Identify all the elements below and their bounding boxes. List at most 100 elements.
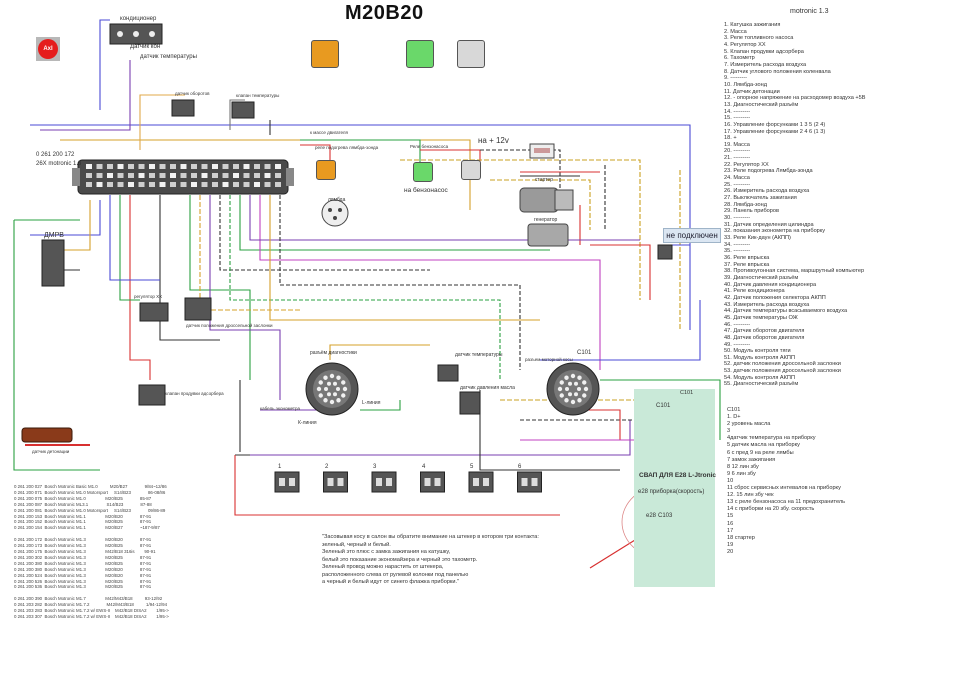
connector-pin: [336, 375, 341, 380]
connector-pin: [336, 387, 340, 391]
dmrv-connector: [41, 239, 65, 287]
pin-list-item: 31. Датчик определения цилиндра: [724, 221, 814, 228]
pin-list-item: 34. ---------: [724, 241, 751, 248]
injector-number: 2: [325, 464, 329, 470]
throttle-label: датчик положения дроссельной заслонки: [186, 323, 273, 328]
wire: [139, 94, 185, 150]
connector-pin: [327, 392, 331, 397]
wire: [590, 244, 651, 300]
connector-pin: [568, 381, 572, 386]
ecu-pin: [107, 164, 113, 169]
dme-table-row: 0 261 200 075 Bosch Motronic M1.0 M20/B2…: [14, 495, 152, 501]
conditioner-relay-label: Датчик кон: [130, 44, 161, 50]
ecu-pin: [243, 182, 250, 187]
connector-pin: [342, 386, 348, 392]
ecu-latch: [72, 168, 80, 186]
starter-solenoid: [554, 189, 574, 211]
pin-list-item: 24. Масса: [724, 175, 750, 182]
c103-label: C103: [658, 513, 673, 519]
c101-list-item: C101: [727, 407, 741, 413]
ecu-pin: [233, 173, 239, 178]
not-connected-label: не подключен: [663, 228, 721, 243]
ecu-pin: [275, 182, 281, 187]
connector-pin: [583, 386, 589, 392]
ecu-pin: [170, 173, 176, 178]
ecu-pin: [107, 173, 113, 178]
lambda-label: лямбда: [328, 197, 346, 203]
c101-list-item: 20: [727, 548, 734, 555]
dme-table-row: 0 261 200 380 Bosch Motronic M1.3 M20/B2…: [14, 566, 152, 572]
pin-list-item: 30. ---------: [724, 215, 751, 222]
engine-conn-label: разъем моторной косы: [525, 357, 573, 362]
wire: [249, 195, 640, 241]
wire: [600, 379, 721, 440]
pin-list-item: 10. Лямбда-зонд: [724, 81, 767, 88]
ecu-pin: [233, 182, 239, 187]
pin-list-item: 54. Модуль контроля АКПП: [724, 374, 795, 381]
pin-list-item: 33. Реле Кик-даун (АКПП): [724, 235, 791, 241]
ecu-latch: [286, 168, 294, 186]
wire: [400, 159, 641, 300]
pin-list-item: 28. Лямбда-зонд: [724, 201, 767, 208]
pin-list-item: 36. Реле впрыска: [724, 254, 770, 261]
ecu-pin: [149, 164, 155, 169]
pin-list-item: 43. Измеритель расхода воздуха: [724, 301, 810, 308]
ecu-connector: [72, 159, 294, 195]
ecu-pin: [212, 173, 218, 178]
pin-list-item: 8. Датчик углового положения коленвала: [724, 68, 831, 75]
connector-pin: [316, 386, 322, 392]
wire: [589, 539, 636, 569]
wire: [300, 144, 331, 165]
c101-b-label: C101: [680, 390, 694, 396]
relay-grey: [457, 40, 485, 68]
c101-list-item: 7 замок зажигания: [727, 456, 776, 463]
connector-pin: [564, 375, 569, 380]
wire: [259, 195, 601, 370]
connector-pin: [327, 381, 331, 386]
ecu-pin: [212, 182, 218, 187]
pin-list-item: 7. Измеритель расхода воздуха: [724, 61, 807, 68]
connector-pin: [570, 373, 576, 379]
injector-pin: [289, 478, 295, 486]
dme-table-row: 0 261 200 154 Bosch Motronic M1.1 M20/B2…: [14, 525, 160, 531]
c101-pins: [557, 373, 589, 405]
dme-table-row: 0 261 200 173 Bosch Motronic M1.3 M20/B2…: [14, 543, 152, 549]
c101-list-item: 11 сброс сервисных интевалов на приборку: [727, 485, 841, 492]
cable-label: кабель эконометра: [260, 406, 300, 411]
connector-pin: [338, 208, 342, 212]
pin-list-item: 22. Регулятор ХХ: [724, 161, 769, 168]
swap-title: СВАП ДЛЯ E28 L-Jtronic: [639, 472, 716, 479]
wire: [269, 195, 540, 321]
pin-list-item: 9. ---------: [724, 75, 747, 82]
c101-list-item: 17: [727, 527, 734, 534]
injector-connector: [371, 471, 397, 493]
c101-list-item: 10: [727, 477, 734, 484]
pin-list-item: 42. Датчик положения селектора АКПП: [724, 294, 826, 301]
pin-list-item: 50. Модуль контроля тяги: [724, 348, 791, 355]
wire: [229, 195, 501, 380]
dme-table-row: 0 261 200 524 Bosch Motronic M1.3 M20/B2…: [14, 572, 152, 578]
pin-list-item: 18. +: [724, 135, 737, 142]
diag-label: разъём диагностики: [310, 350, 357, 356]
diag-connector-face: [313, 370, 351, 408]
pin-list-item: 46. ---------: [724, 321, 751, 328]
adsorber-connector: [138, 384, 166, 406]
c101-list-item: 1. D+: [727, 414, 741, 421]
injector-pin: [376, 478, 382, 486]
pin-list-item: 21. ---------: [724, 155, 751, 162]
ecu-pin: [138, 173, 145, 178]
wire: [60, 139, 471, 210]
ecu-label: 26X motronic 1.3: [36, 161, 82, 167]
ecu-pin: [86, 182, 92, 187]
dme-table-row: 0 261 200 175 Bosch Motronic M1.3 M42/B1…: [14, 548, 156, 554]
connector-pin: [564, 398, 569, 403]
c101-list-item: 18 стартер: [727, 534, 755, 541]
generator-body: [527, 223, 569, 247]
ecu-pin: [191, 164, 197, 169]
ecu-pin: [170, 164, 176, 169]
injector-number: 1: [278, 464, 282, 470]
injector-pin: [521, 478, 528, 486]
wire: [490, 179, 591, 230]
c101-label-small: C101: [656, 403, 671, 409]
